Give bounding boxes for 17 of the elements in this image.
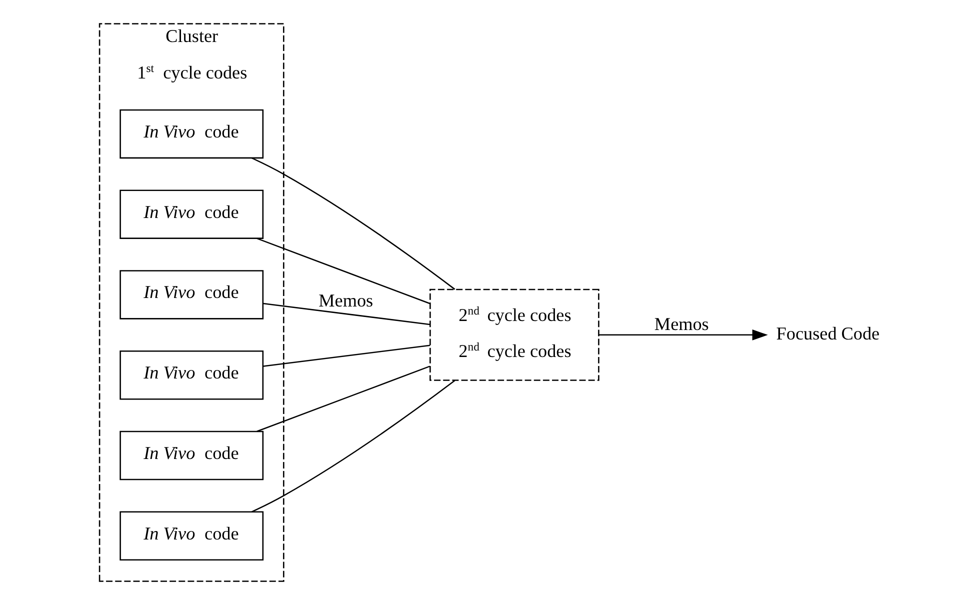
node-box: In Vivo code bbox=[119, 190, 264, 239]
connector bbox=[251, 380, 455, 512]
arrow bbox=[598, 329, 768, 340]
node-box: In Vivo code bbox=[119, 511, 264, 560]
connector bbox=[256, 238, 430, 304]
node-box: 2$^{nd}$ cycle codes 2$^{nd}$ cycle codes bbox=[429, 288, 599, 381]
node-box: In Vivo code bbox=[119, 350, 264, 400]
edge-label: Memos bbox=[654, 314, 708, 334]
edge-label: Memos bbox=[318, 290, 373, 311]
connector bbox=[251, 157, 455, 290]
node-box: In Vivo code bbox=[119, 270, 264, 320]
node-box: In Vivo code bbox=[119, 430, 264, 480]
connector bbox=[262, 302, 430, 326]
node-box: In Vivo code bbox=[119, 109, 264, 159]
connector bbox=[262, 344, 430, 367]
connector bbox=[256, 366, 430, 432]
node-text: Focused Code bbox=[776, 324, 880, 344]
